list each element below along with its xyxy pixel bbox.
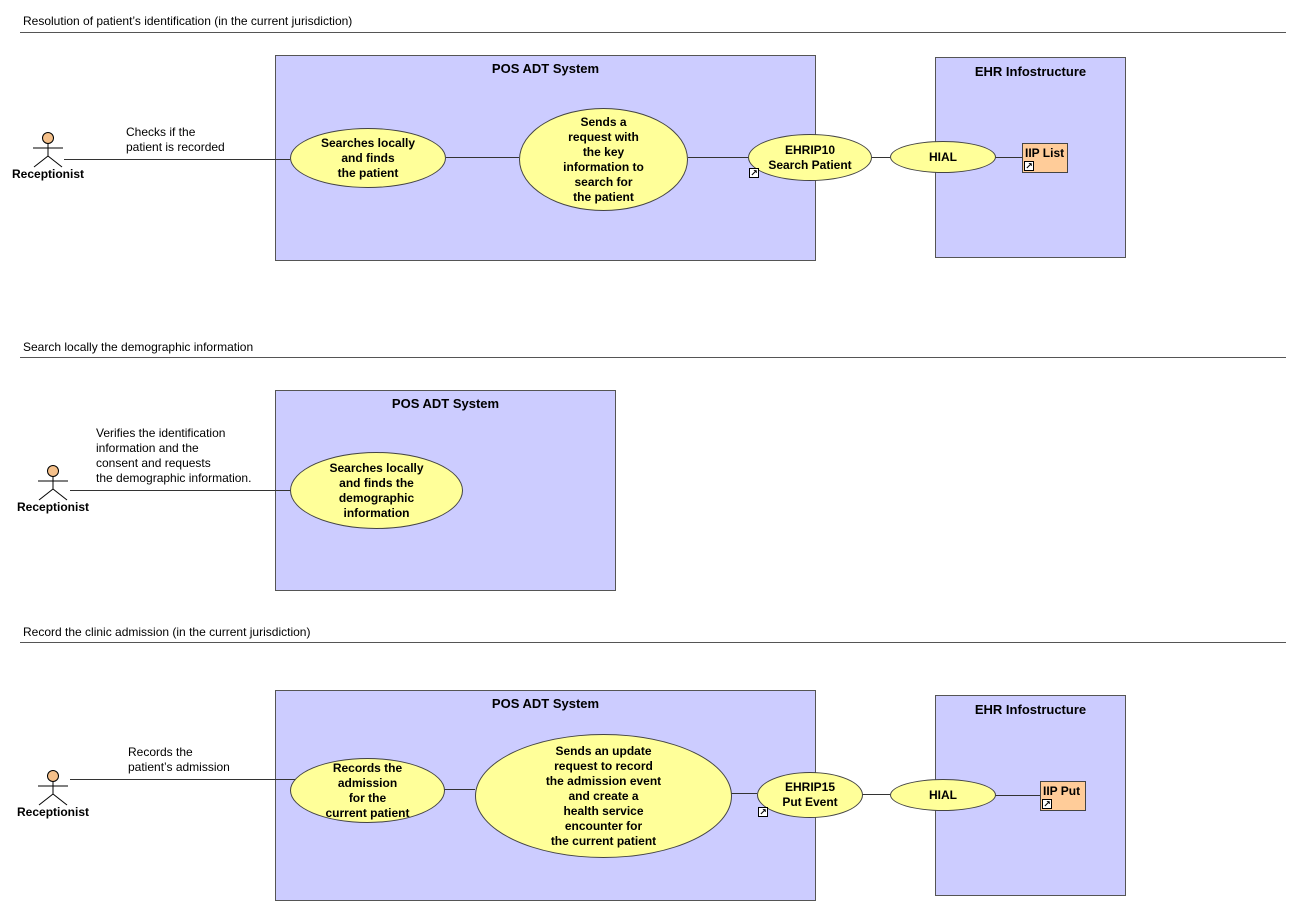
receptionist-label-3: Receptionist	[17, 805, 90, 819]
component-iip-list-label: IIP List	[1025, 146, 1065, 160]
include-line-1a	[446, 157, 519, 158]
ehr-infostructure-title-1: EHR Infostructure	[974, 64, 1087, 79]
receptionist-label-1: Receptionist	[12, 167, 85, 181]
component-iip-list[interactable]: IIP List ↗	[1022, 143, 1068, 173]
include-line-1b	[688, 157, 748, 158]
use-case-ehrip10-search-patient[interactable]: EHRIP10 Search Patient	[748, 134, 872, 181]
component-iip-put[interactable]: IIP Put ↗	[1040, 781, 1086, 811]
association-label-3: Records the patient’s admission	[128, 745, 230, 774]
use-case-hial-3[interactable]: HIAL	[890, 779, 996, 811]
include-line-3a	[444, 789, 475, 790]
section-title-1: Resolution of patient’s identification (…	[23, 14, 353, 28]
use-case-search-locally-demographic[interactable]: Searches locally and finds the demograph…	[290, 452, 463, 529]
shortcut-arrow-icon: ↗	[758, 807, 768, 817]
association-label-1: Checks if the patient is recorded	[126, 125, 225, 154]
pos-adt-system-title-3: POS ADT System	[491, 696, 600, 711]
section-title-3: Record the clinic admission (in the curr…	[23, 625, 311, 639]
pos-adt-system-title-1: POS ADT System	[491, 61, 600, 76]
section-divider-3	[20, 642, 1286, 643]
association-line-2	[70, 490, 291, 491]
receptionist-actor-icon-3[interactable]	[37, 770, 71, 806]
use-case-send-request-key-info[interactable]: Sends a request with the key information…	[519, 108, 688, 211]
include-line-3c	[862, 794, 890, 795]
use-case-send-update-request[interactable]: Sends an update request to record the ad…	[475, 734, 732, 858]
association-line-1	[64, 159, 290, 160]
section-title-2: Search locally the demographic informati…	[23, 340, 254, 354]
use-case-search-locally-patient[interactable]: Searches locally and finds the patient	[290, 128, 446, 188]
association-label-2: Verifies the identification information …	[96, 426, 252, 485]
include-line-3d	[995, 795, 1040, 796]
receptionist-label-2: Receptionist	[17, 500, 90, 514]
include-line-1d	[995, 157, 1022, 158]
receptionist-actor-icon-2[interactable]	[37, 465, 71, 501]
receptionist-actor-icon-1[interactable]	[32, 132, 66, 168]
shortcut-arrow-icon: ↗	[1042, 799, 1052, 809]
use-case-hial-1[interactable]: HIAL	[890, 141, 996, 173]
include-line-1c	[872, 157, 890, 158]
include-line-3b	[731, 793, 757, 794]
component-iip-put-label: IIP Put	[1043, 784, 1081, 798]
ehr-infostructure-title-3: EHR Infostructure	[974, 702, 1087, 717]
pos-adt-system-title-2: POS ADT System	[391, 396, 500, 411]
use-case-records-admission[interactable]: Records the admission for the current pa…	[290, 758, 445, 823]
section-divider-2	[20, 357, 1286, 358]
use-case-ehrip15-put-event[interactable]: EHRIP15 Put Event	[757, 772, 863, 818]
association-line-3	[70, 779, 296, 780]
section-divider-1	[20, 32, 1286, 33]
shortcut-arrow-icon: ↗	[1024, 161, 1034, 171]
shortcut-arrow-icon: ↗	[749, 168, 759, 178]
